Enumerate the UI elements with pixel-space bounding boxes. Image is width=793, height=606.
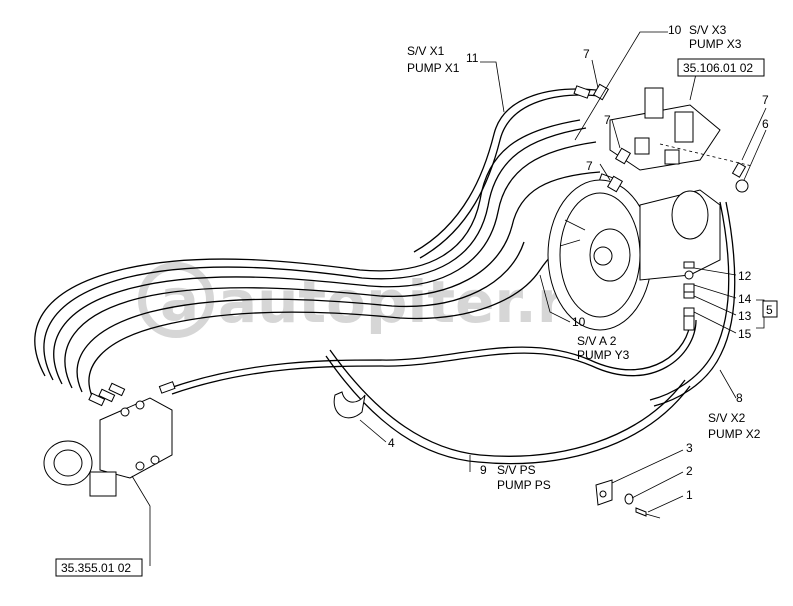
callout-11: 11 xyxy=(466,51,479,65)
caption-ps-line2: PUMP PS xyxy=(497,478,551,492)
caption-a2-line1: S/V A 2 xyxy=(577,334,617,348)
hose-clamp-4 xyxy=(333,391,366,419)
hose-fittings xyxy=(88,85,695,407)
callout-numbers: 11 10 7 7 7 7 6 12 14 13 15 10 8 9 4 3 2… xyxy=(388,23,769,502)
callout-9: 9 xyxy=(480,463,487,477)
captions: S/V X1 PUMP X1 S/V X3 PUMP X3 S/V A 2 PU… xyxy=(407,23,761,492)
callout-3: 3 xyxy=(686,441,693,455)
callout-12: 12 xyxy=(738,269,752,283)
caption-ps-line1: S/V PS xyxy=(497,463,536,477)
fittings-7 xyxy=(592,83,749,193)
caption-x1-line1: S/V X1 xyxy=(407,44,445,58)
callout-5-box: 5 xyxy=(762,300,778,318)
caption-x1-line2: PUMP X1 xyxy=(407,61,460,75)
valve-manifold xyxy=(609,87,753,171)
callout-7-d: 7 xyxy=(762,93,769,107)
callout-6: 6 xyxy=(762,117,769,131)
fittings-12-15 xyxy=(683,261,695,317)
hose-bundle-left xyxy=(34,119,601,397)
caption-x2-line2: PUMP X2 xyxy=(708,427,761,441)
pump-assembly xyxy=(547,179,721,331)
hose-pump-x1 xyxy=(413,88,601,259)
svg-text:a: a xyxy=(160,266,199,334)
callout-7-b: 7 xyxy=(604,113,611,127)
caption-x3-line2: PUMP X3 xyxy=(689,37,742,51)
reference-top-text: 35.106.01 02 xyxy=(683,61,753,75)
callout-14: 14 xyxy=(738,292,752,306)
callout-4: 4 xyxy=(388,436,395,450)
callout-15: 15 xyxy=(738,327,752,341)
caption-a2-line2: PUMP Y3 xyxy=(577,348,630,362)
bolt-1 xyxy=(635,507,661,519)
watermark: a autopiter.ru xyxy=(138,262,607,338)
watermark-text: autopiter.ru xyxy=(218,268,607,336)
callout-10-top: 10 xyxy=(668,23,682,37)
reference-bottom-text: 35.355.01 02 xyxy=(61,561,131,575)
caption-x3-line1: S/V X3 xyxy=(689,23,727,37)
reference-box-top[interactable]: 35.106.01 02 xyxy=(677,58,765,77)
callout-10-bottom: 10 xyxy=(572,315,586,329)
callout-7-a: 7 xyxy=(583,47,590,61)
washer-2 xyxy=(624,493,634,505)
leader-lines xyxy=(131,31,767,566)
reference-box-bottom[interactable]: 35.355.01 02 xyxy=(55,558,143,577)
hose-pump-ps xyxy=(169,319,697,465)
callout-1: 1 xyxy=(686,488,693,502)
hose-pump-x2 xyxy=(649,201,736,407)
callout-8: 8 xyxy=(736,391,743,405)
bracket-3 xyxy=(595,479,613,506)
valve-block-left xyxy=(43,397,173,497)
callout-5: 5 xyxy=(766,303,773,317)
callout-13: 13 xyxy=(738,309,752,323)
callout-2: 2 xyxy=(686,464,693,478)
callout-7-c: 7 xyxy=(586,159,593,173)
caption-x2-line1: S/V X2 xyxy=(708,411,746,425)
